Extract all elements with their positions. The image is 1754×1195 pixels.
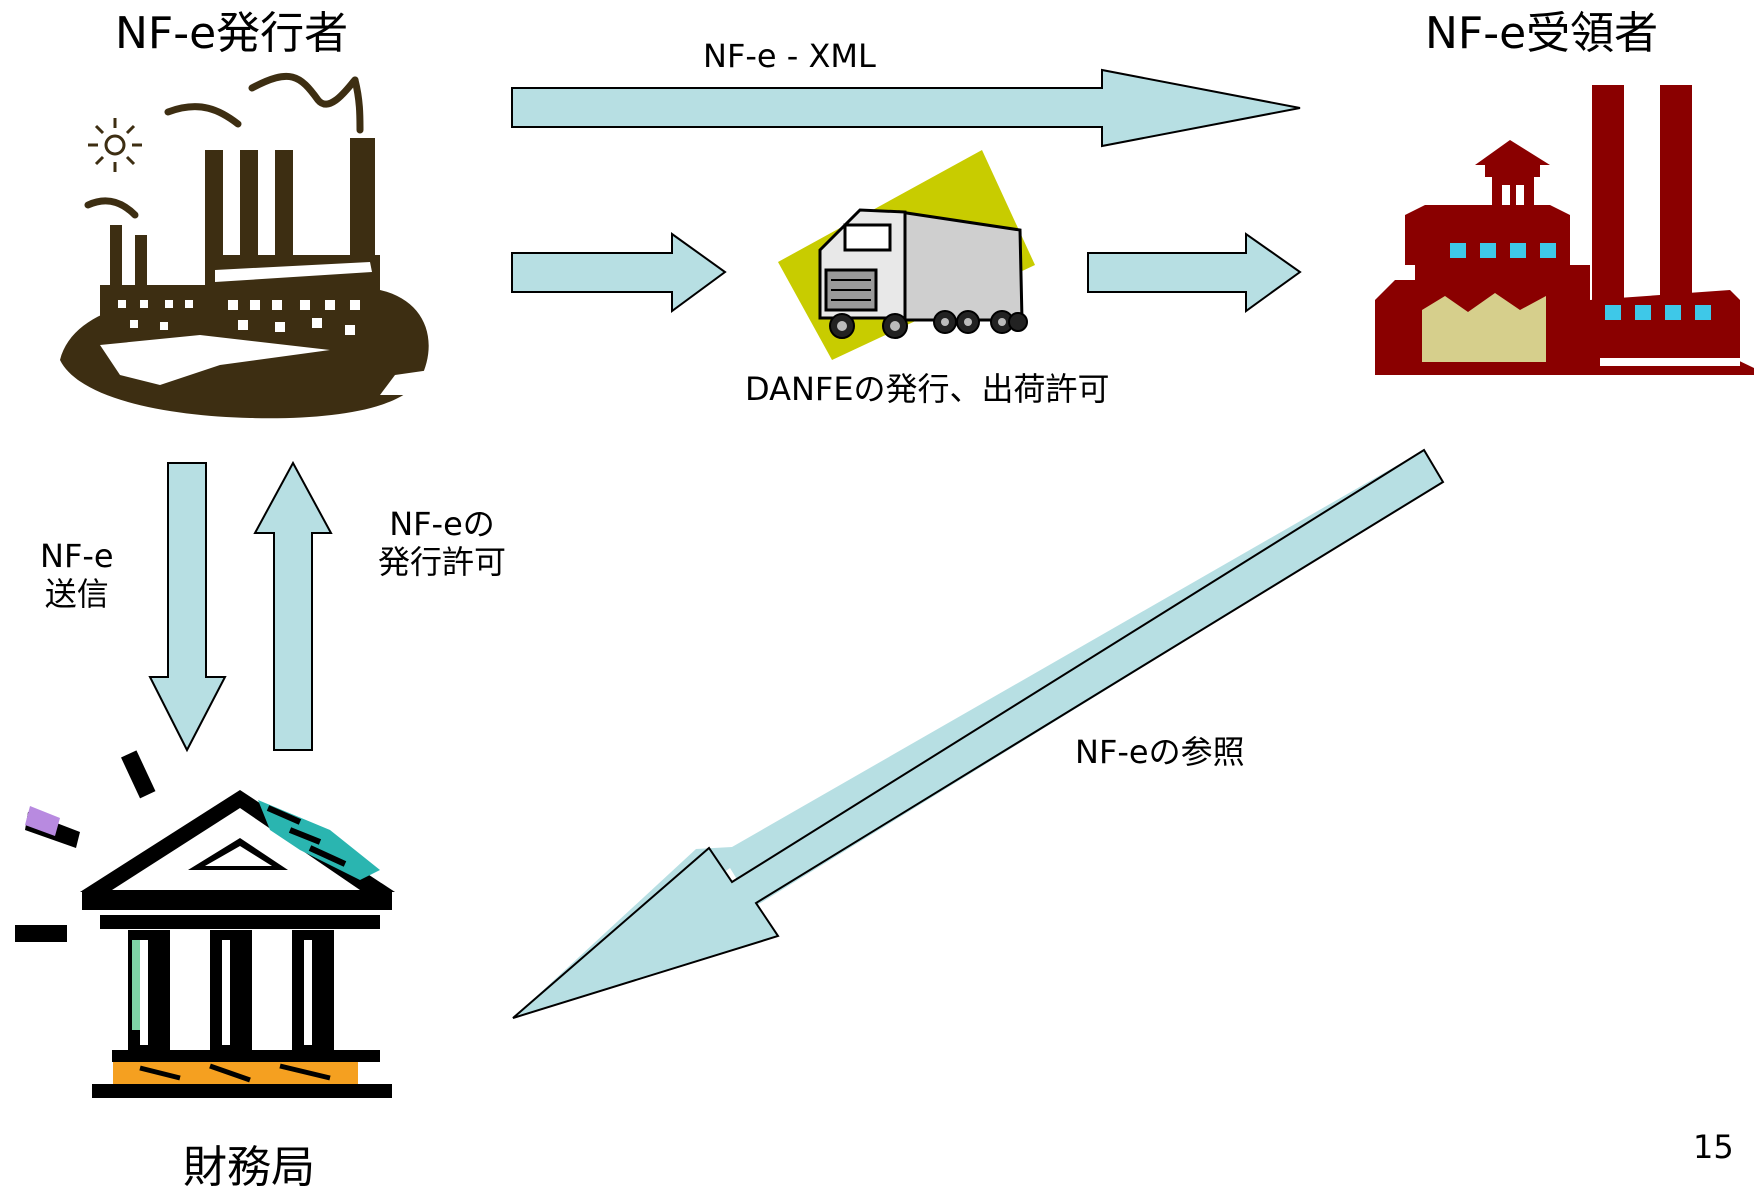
sun-icon <box>88 118 142 172</box>
permit-label-line1: NF-eの <box>389 505 495 543</box>
permit-label-line2: 発行許可 <box>378 543 507 582</box>
xml-flow-label: NF-e - XML <box>703 37 876 75</box>
issuer-title: NF-e発行者 <box>115 8 349 59</box>
send-label-line2: 送信 <box>44 575 109 614</box>
reference-arrow <box>512 448 1445 1019</box>
issuer-factory-icon <box>60 72 430 419</box>
reference-label: NF-eの参照 <box>1075 733 1245 771</box>
send-label-line1: NF-e <box>40 537 114 575</box>
page-number: 15 <box>1693 1128 1734 1166</box>
government-building-icon <box>15 750 395 1098</box>
ship-arrow-right <box>1087 232 1302 313</box>
permit-label: NF-eの 発行許可 <box>378 505 506 582</box>
receiver-title: NF-e受領者 <box>1425 8 1659 59</box>
truck-icon <box>778 150 1035 360</box>
receiver-factory-icon <box>1375 85 1754 375</box>
send-arrow-down <box>148 462 227 753</box>
xml-arrow <box>511 68 1301 148</box>
send-label: NF-e 送信 <box>40 537 114 614</box>
permit-arrow-up <box>253 460 333 751</box>
danfe-label: DANFEの発行、出荷許可 <box>745 370 1110 408</box>
ship-arrow-left <box>511 232 727 313</box>
authority-title: 財務局 <box>183 1142 315 1193</box>
